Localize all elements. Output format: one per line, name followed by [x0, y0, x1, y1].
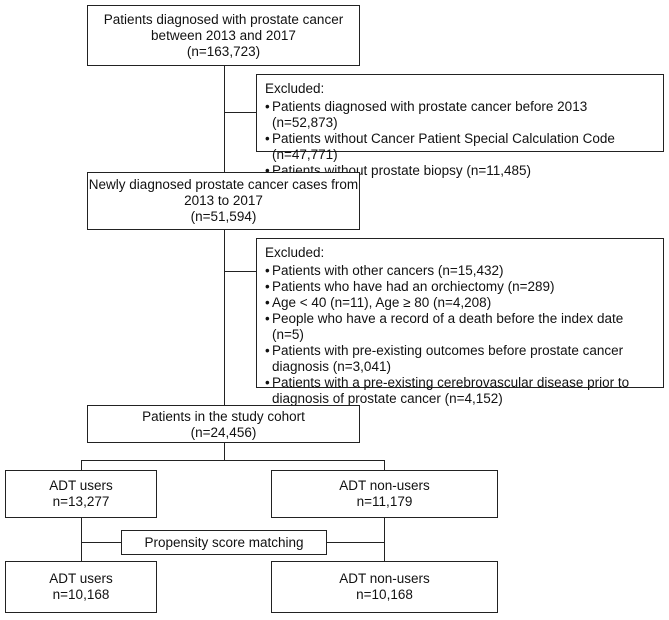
users-after-count: n=10,168	[52, 587, 110, 602]
connector-users-down	[81, 517, 82, 562]
exclusion-box-1: Excluded: Patients diagnosed with prosta…	[256, 74, 664, 179]
connector-excl1	[224, 112, 257, 113]
box-adt-nonusers-after: ADT non-users n=10,168	[271, 561, 498, 613]
box1-line-3: (n=163,723)	[186, 44, 261, 59]
box-adt-nonusers-before: ADT non-users n=11,179	[271, 470, 498, 518]
exclusion-1-title: Excluded:	[265, 81, 325, 96]
box2-line-2: 2013 to 2017	[184, 193, 263, 208]
exclusion-2-item: Patients with pre-existing outcomes befo…	[265, 343, 655, 375]
exclusion-2-list: Patients with other cancers (n=15,432) P…	[265, 263, 655, 407]
connector-split-right	[384, 460, 385, 471]
exclusion-2-item-line: Patients with pre-existing outcomes befo…	[272, 343, 624, 358]
box2-line-1: Newly diagnosed prostate cancer cases fr…	[88, 177, 359, 192]
connector-split-left	[81, 460, 82, 471]
connector-main-vertical-2	[224, 229, 225, 406]
box-study-cohort: Patients in the study cohort (n=24,456)	[87, 405, 360, 443]
exclusion-2-item-line: diagnosis (n=3,041)	[272, 359, 391, 374]
nonusers-before-count: n=11,179	[356, 494, 413, 509]
exclusion-2-item: Age < 40 (n=11), Age ≥ 80 (n=4,208)	[265, 295, 655, 311]
exclusion-1-item: Patients diagnosed with prostate cancer …	[265, 99, 655, 131]
exclusion-box-2: Excluded: Patients with other cancers (n…	[256, 238, 664, 406]
exclusion-1-list: Patients diagnosed with prostate cancer …	[265, 99, 655, 179]
nonusers-after-label: ADT non-users	[339, 571, 430, 586]
users-before-count: n=13,277	[52, 494, 110, 509]
nonusers-after-count: n=10,168	[356, 587, 413, 602]
box-newly-diagnosed: Newly diagnosed prostate cancer cases fr…	[87, 172, 360, 230]
exclusion-2-item: Patients with other cancers (n=15,432)	[265, 263, 655, 279]
box1-line-2: between 2013 and 2017	[151, 28, 296, 43]
exclusion-2-item-line: Patients with a pre-existing cerebrovasc…	[272, 375, 630, 390]
connector-matching-right	[326, 542, 384, 543]
users-after-label: ADT users	[49, 571, 113, 586]
connector-split-horizontal	[81, 460, 385, 461]
connector-matching-left	[81, 542, 122, 543]
exclusion-2-title: Excluded:	[265, 245, 325, 260]
exclusion-2-item-line: diagnosis of prostate cancer (n=4,152)	[272, 391, 503, 406]
box1-line-1: Patients diagnosed with prostate cancer	[103, 12, 344, 27]
box2-line-3: (n=51,594)	[190, 209, 257, 224]
exclusion-2-item: Patients who have had an orchiectomy (n=…	[265, 279, 655, 295]
box-adt-users-after: ADT users n=10,168	[5, 561, 157, 613]
nonusers-before-label: ADT non-users	[339, 478, 430, 493]
connector-excl2	[224, 271, 257, 272]
users-before-label: ADT users	[49, 478, 113, 493]
exclusion-2-item: People who have a record of a death befo…	[265, 311, 655, 343]
exclusion-1-item: Patients without Cancer Patient Special …	[265, 131, 655, 163]
box-diagnosed-2013-2017: Patients diagnosed with prostate cancer …	[87, 5, 360, 66]
box3-line-2: (n=24,456)	[190, 425, 257, 440]
box-adt-users-before: ADT users n=13,277	[5, 470, 157, 518]
connector-nonusers-down	[384, 517, 385, 562]
box3-line-1: Patients in the study cohort	[142, 409, 305, 424]
exclusion-2-item: Patients with a pre-existing cerebrovasc…	[265, 375, 655, 407]
connector-cohort-down	[224, 442, 225, 460]
matching-label: Propensity score matching	[144, 535, 304, 550]
connector-main-vertical	[224, 65, 225, 172]
box-propensity-matching: Propensity score matching	[121, 530, 327, 555]
